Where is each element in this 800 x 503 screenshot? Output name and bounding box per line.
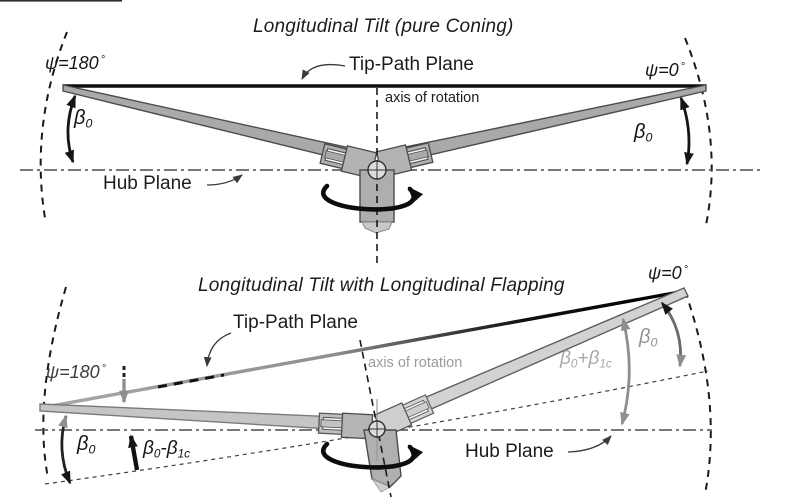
top-tip-path-plane-label: Tip-Path Plane xyxy=(349,54,474,75)
tip-path-arc-left xyxy=(42,286,67,479)
beta0-angle-arrow-left xyxy=(58,414,72,485)
axis-of-rotation-line xyxy=(359,339,392,498)
bottom-beta0-plus-beta1c-label: β0+β1c xyxy=(560,348,612,371)
beta0-plus-beta1c-angle-arrow xyxy=(620,317,631,426)
tip-path-plane-pointer xyxy=(203,332,232,368)
bottom-beta0-minus-beta1c-label: β0-β1c xyxy=(143,438,191,461)
rotation-direction-arrow xyxy=(321,441,424,470)
bottom-psi-0-label: ψ=0° xyxy=(648,263,688,283)
top-psi-180-label: ψ=180° xyxy=(45,53,105,73)
rotor-shaft-tip xyxy=(361,221,393,234)
tpp-dash-fragments xyxy=(157,373,225,389)
coning-angle-arrow-right xyxy=(679,96,694,166)
top-diagram xyxy=(20,31,762,264)
rotor-blade-left xyxy=(39,403,363,432)
bottom-axis-of-rotation-label: axis of rotation xyxy=(368,355,463,371)
bottom-psi-180-label: ψ=180° xyxy=(46,362,106,382)
beta0-angle-arrow-right xyxy=(660,301,687,368)
bottom-beta0-right-label: β0 xyxy=(639,326,658,350)
rotation-direction-arrow xyxy=(321,183,424,212)
rotor-shaft-tip xyxy=(370,478,391,493)
top-title: Longitudinal Tilt (pure Coning) xyxy=(253,16,514,37)
tip-path-plane-pointer xyxy=(301,63,346,80)
top-beta0-left-label: β0 xyxy=(74,107,93,131)
top-hub-plane-label: Hub Plane xyxy=(103,173,192,194)
beta0-minus-beta1c-arrow xyxy=(128,434,140,471)
top-beta0-right-label: β0 xyxy=(634,121,653,145)
rotor-shaft xyxy=(363,429,402,488)
bottom-diagram xyxy=(35,286,712,498)
bottom-title: Longitudinal Tilt with Longitudinal Flap… xyxy=(198,275,565,296)
scan-edge-artifact xyxy=(0,0,122,2)
bottom-beta0-left-label: β0 xyxy=(77,433,96,457)
hub-plane-pointer xyxy=(206,174,243,186)
tip-path-plane-line xyxy=(39,289,686,410)
tip-path-arc-right xyxy=(684,37,713,226)
bottom-hub-plane-label: Hub Plane xyxy=(465,441,554,462)
top-psi-0-label: ψ=0° xyxy=(645,60,685,80)
coning-angle-arrow-left xyxy=(64,94,77,164)
hub-center-cross xyxy=(367,160,387,180)
tip-path-arc-left xyxy=(39,31,68,219)
hub-plane-pointer xyxy=(567,435,612,453)
tpp-parallel-reference-line xyxy=(44,370,709,485)
top-axis-of-rotation-label: axis of rotation xyxy=(385,90,480,106)
tip-path-arc-right xyxy=(684,290,712,495)
bottom-tip-path-plane-label: Tip-Path Plane xyxy=(233,312,358,333)
hub-center-cross xyxy=(368,420,386,438)
